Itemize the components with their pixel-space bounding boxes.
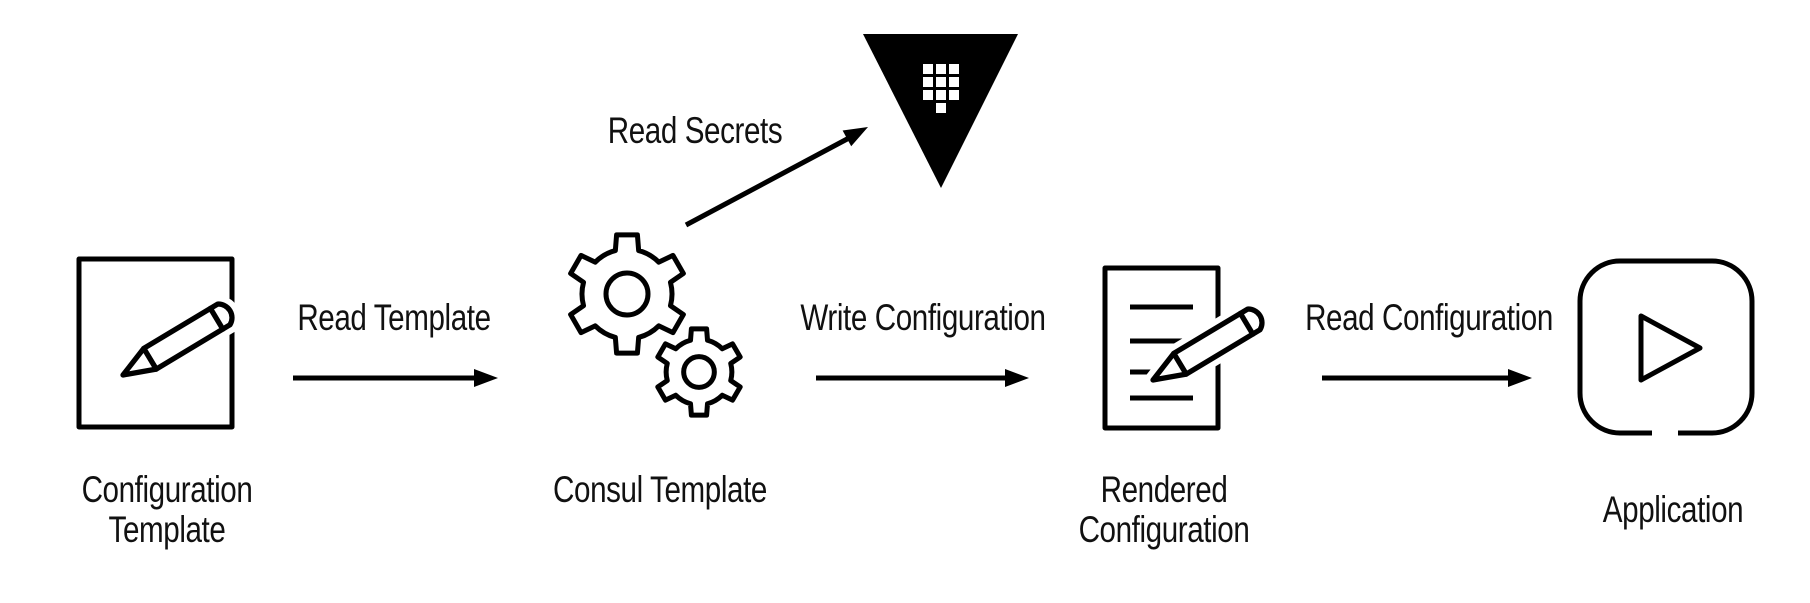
large-gear-icon xyxy=(570,234,684,354)
document-pencil-icon xyxy=(76,256,236,430)
write-configuration-arrow xyxy=(816,369,1029,387)
rendered-configuration-label-line1: Rendered xyxy=(1100,469,1228,510)
read-configuration-arrow xyxy=(1322,369,1532,387)
gears-icon xyxy=(570,234,741,416)
play-triangle-icon xyxy=(1638,313,1703,383)
configuration-template-label-line1: Configuration xyxy=(81,469,253,510)
consul-template-label: Consul Template xyxy=(553,469,767,510)
vault-keypad-dots xyxy=(923,64,959,113)
read-secrets-label: Read Secrets xyxy=(607,110,783,151)
read-template-label: Read Template xyxy=(297,297,491,338)
read-secrets-arrow xyxy=(684,127,868,228)
rendered-configuration-label-line2: Configuration xyxy=(1078,509,1250,550)
configuration-template-label: Configuration Template xyxy=(82,470,253,550)
rendered-configuration-label: Rendered Configuration xyxy=(1079,470,1250,550)
pencil-icon xyxy=(1147,305,1266,390)
document-lines-pencil-icon xyxy=(1102,265,1266,431)
application-play-icon xyxy=(1577,258,1755,440)
application-label: Application xyxy=(1602,489,1744,530)
vault-logo-icon xyxy=(863,34,1018,188)
pencil-icon xyxy=(117,300,236,385)
write-configuration-label: Write Configuration xyxy=(800,297,1046,338)
configuration-template-label-line2: Template xyxy=(108,509,226,550)
read-template-arrow xyxy=(293,369,498,387)
small-gear-icon xyxy=(657,328,741,416)
read-configuration-label: Read Configuration xyxy=(1305,297,1553,338)
